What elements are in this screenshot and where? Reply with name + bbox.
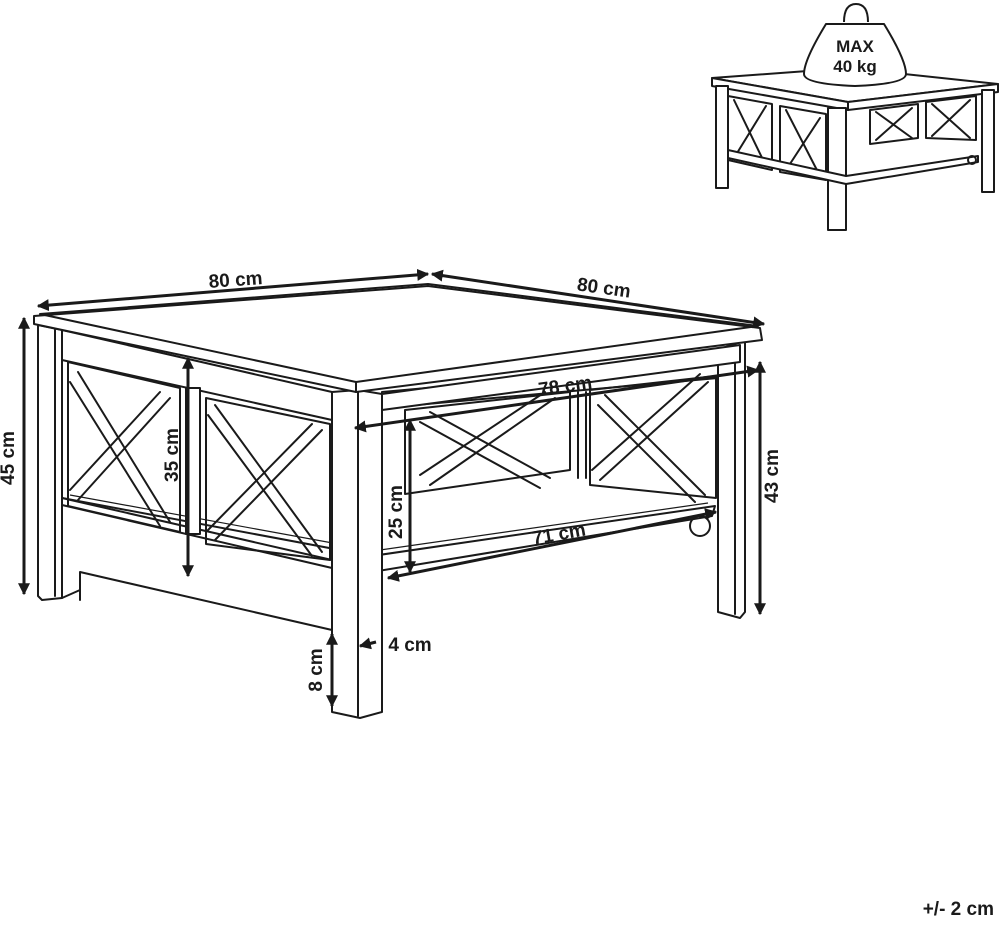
label-inner-shelf: 71 cm xyxy=(531,520,588,550)
load-line1: MAX xyxy=(836,37,874,56)
inset-leg-right xyxy=(981,89,995,193)
dim-inner-top-arrow xyxy=(353,365,760,433)
label-shelf-gap: 25 cm xyxy=(386,485,407,539)
shelf-bolt xyxy=(689,515,711,537)
dim-leg-width-arrow xyxy=(358,637,377,650)
label-apron-side: 35 cm xyxy=(162,428,183,482)
label-leg-width: 4 cm xyxy=(388,635,431,656)
inset-leg-left xyxy=(715,85,729,189)
dim-width-side-arrow xyxy=(430,269,766,329)
label-width-side: 80 cm xyxy=(576,274,632,302)
front-left-leg xyxy=(37,324,63,601)
inset-leg-front xyxy=(827,107,847,231)
dim-inner-shelf-arrow xyxy=(386,508,718,582)
tolerance-note: +/- 2 cm xyxy=(922,899,994,920)
back-right-leg xyxy=(717,339,746,619)
weight-handle xyxy=(843,3,869,23)
label-width-front: 80 cm xyxy=(208,268,263,293)
label-height-total: 45 cm xyxy=(0,431,19,485)
load-line2: 40 kg xyxy=(833,57,876,76)
dim-width-front-arrow xyxy=(36,268,430,312)
label-height-right: 43 cm xyxy=(762,449,783,503)
weight-icon xyxy=(803,23,907,87)
dimension-lines xyxy=(18,268,766,708)
load-inset: MAX 40 kg xyxy=(711,3,999,231)
label-leg-clearance: 8 cm xyxy=(306,648,327,691)
